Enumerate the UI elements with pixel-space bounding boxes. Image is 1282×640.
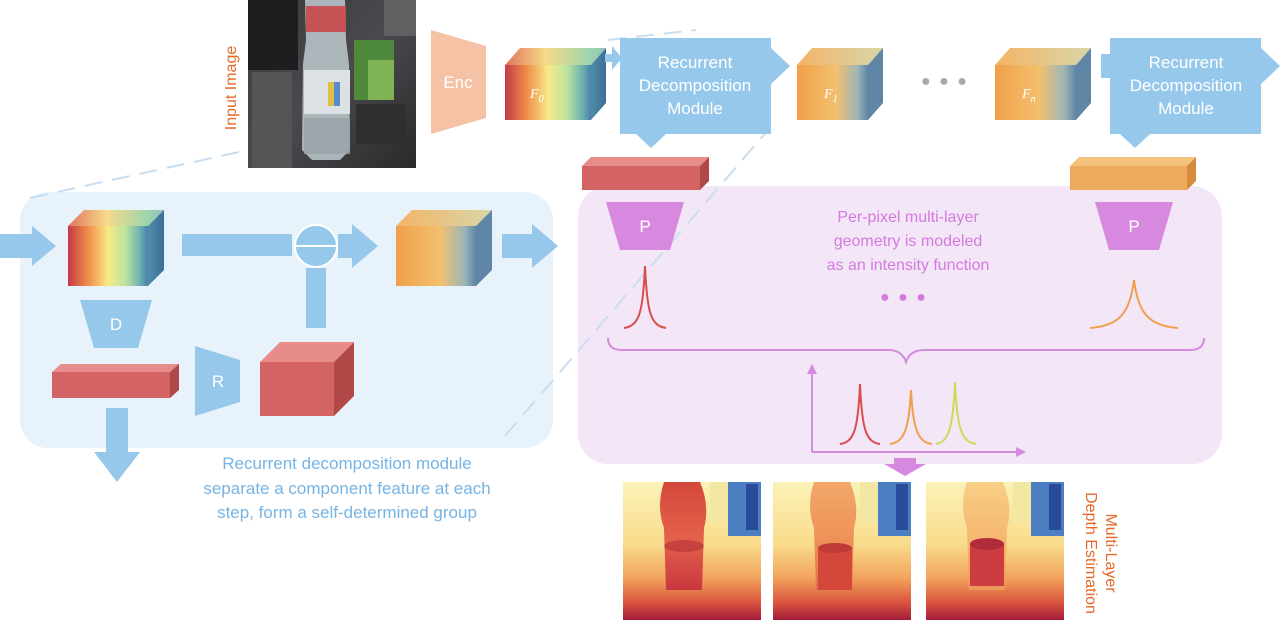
reconstructor-label: R [212, 372, 224, 391]
encoder-block [431, 30, 486, 134]
decoder-block [80, 300, 152, 348]
decoder-label: D [110, 315, 122, 334]
intensity-caption: Per-pixel multi-layer geometry is modele… [827, 209, 990, 274]
rdm-block-1: Recurrent Decomposition Module [620, 38, 790, 148]
svg-text:Decomposition: Decomposition [639, 76, 751, 95]
feature-cube-f1: F1 [797, 48, 883, 120]
svg-text:Decomposition: Decomposition [1130, 76, 1242, 95]
residual-up-line [306, 268, 326, 328]
svg-text:Per-pixel multi-layer: Per-pixel multi-layer [837, 209, 979, 226]
peak-curve-orange [1089, 279, 1179, 329]
predictor-label-1: P [639, 217, 650, 236]
predictor-label-2: P [1128, 217, 1139, 236]
svg-text:Recurrent decomposition module: Recurrent decomposition module [222, 454, 471, 473]
input-image-label: Input Image [223, 46, 240, 131]
intensity-panel [578, 186, 1222, 464]
feature-label-f1: F1 [823, 87, 838, 105]
feature-cube-f0: F0 [505, 48, 606, 120]
rdm-exit-arrow [502, 224, 558, 268]
reconstructed-cube [260, 342, 354, 416]
feature-label-fn: Fn [1021, 87, 1036, 105]
svg-text:step, form a self-determined g: step, form a self-determined group [217, 503, 477, 522]
svg-text:Recurrent: Recurrent [658, 53, 733, 72]
depth-map-2 [773, 482, 911, 620]
rdm-block-2: Recurrent Decomposition Module [1101, 38, 1280, 148]
svg-text:geometry is modeled: geometry is modeled [834, 233, 983, 250]
subtract-out-arrow [338, 224, 378, 268]
svg-text:Multi-Layer: Multi-Layer [1102, 513, 1119, 593]
component-slab-red [582, 157, 709, 190]
feature-cube-fn: Fn [995, 48, 1091, 120]
feature-ellipsis: ● ● ● [921, 73, 969, 90]
mixed-peak-red [839, 383, 881, 445]
input-photo [248, 0, 416, 168]
output-down-arrow [884, 458, 926, 476]
depth-map-1 [623, 482, 761, 620]
subtract-operator [294, 224, 338, 268]
predictor-block-2 [1095, 202, 1173, 250]
mixed-peak-orange [889, 389, 933, 445]
svg-text:Recurrent: Recurrent [1149, 53, 1224, 72]
intensity-ellipsis: ● ● ● [880, 289, 928, 306]
svg-text:Module: Module [1158, 99, 1214, 118]
rdm-decoded-slab [52, 364, 179, 398]
subtract-line [182, 234, 292, 256]
reconstructor-block [195, 346, 240, 416]
input-arrow [0, 226, 56, 266]
svg-text:separate a component feature a: separate a component feature at each [203, 479, 490, 498]
aggregation-brace [607, 337, 1205, 366]
feature-label-f0: F0 [529, 87, 544, 105]
rdm-input-cube [68, 210, 164, 286]
svg-text:Module: Module [667, 99, 723, 118]
flow-arrow-f0-to-rdm [605, 46, 622, 70]
component-slab-orange [1070, 157, 1196, 190]
rdm-output-cube [396, 210, 492, 286]
svg-text:Depth Estimation: Depth Estimation [1082, 492, 1099, 614]
predictor-block-1 [606, 202, 684, 250]
group-out-arrow [94, 408, 140, 482]
rdm-caption: Recurrent decomposition module separate … [203, 454, 490, 522]
encoder-label: Enc [443, 73, 473, 92]
output-label: Multi-Layer Depth Estimation [1082, 492, 1119, 614]
mixed-peak-yellow [935, 381, 977, 445]
depth-map-3 [926, 482, 1064, 620]
svg-text:as an intensity function: as an intensity function [827, 257, 990, 274]
peak-curve-red [623, 265, 667, 329]
intensity-plot [807, 364, 1026, 457]
